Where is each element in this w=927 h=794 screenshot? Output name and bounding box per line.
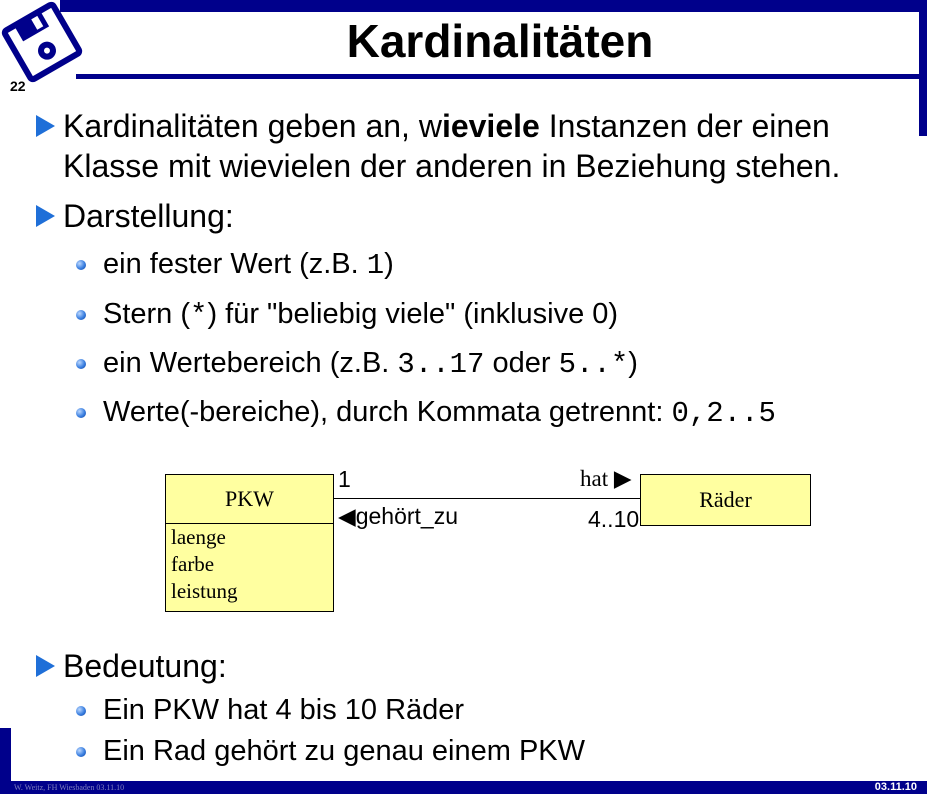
- multiplicity-pkw: 1: [338, 466, 351, 492]
- class-attribute: leistung: [171, 579, 238, 603]
- association-line: [332, 498, 640, 499]
- bullet-text-line2: Klasse mit wievielen der anderen in Bezi…: [63, 148, 841, 184]
- bullet-arrow-icon: [36, 205, 55, 227]
- bullet-dot-icon: [76, 359, 86, 369]
- slide-number: 22: [10, 78, 26, 94]
- bullet-arrow-icon: [36, 655, 55, 677]
- bullet-heading: Darstellung:: [63, 198, 234, 234]
- bullet-dot-icon: [76, 408, 86, 418]
- bullet-dot-icon: [76, 706, 86, 716]
- class-raeder-name: Räder: [699, 487, 752, 512]
- floppy-logo-icon: [1, 1, 83, 83]
- left-frame-bar: [0, 728, 11, 794]
- sub-bullet-text: Werte(-bereiche), durch Kommata getrennt…: [103, 396, 776, 430]
- sub-bullet-text: Stern (*) für "beliebig viele" (inklusiv…: [103, 298, 619, 332]
- class-pkw-name: PKW: [166, 475, 333, 524]
- class-attribute: farbe: [171, 552, 215, 576]
- footer-author: W. Weitz, FH Wiesbaden 03.11.10: [14, 783, 125, 792]
- bullet-text: Kardinalitäten geben an, wieviele Instan…: [63, 108, 830, 144]
- slide-title: Kardinalitäten: [346, 15, 654, 67]
- bullet-dot-icon: [76, 260, 86, 270]
- sub-bullet-text: Ein Rad gehört zu genau einem PKW: [103, 735, 585, 767]
- role-gehoert-zu: ◀gehört_zu: [338, 503, 458, 529]
- role-hat: hat ▶: [580, 466, 632, 491]
- bullet-heading: Bedeutung:: [63, 648, 227, 684]
- title-underline: [76, 74, 927, 79]
- top-frame-bar: [60, 0, 927, 12]
- sub-bullet-text: Ein PKW hat 4 bis 10 Räder: [103, 694, 465, 726]
- bottom-frame-bar: [0, 781, 927, 794]
- bullet-arrow-icon: [36, 115, 55, 137]
- class-pkw: PKW laenge farbe leistung: [165, 474, 334, 612]
- bullet-dot-icon: [76, 747, 86, 757]
- multiplicity-raeder: 4..10: [588, 506, 640, 532]
- class-raeder: Räder: [640, 474, 811, 526]
- sub-bullet-text: ein Wertebereich (z.B. 3..17 oder 5..*): [103, 347, 638, 381]
- right-frame-bar: [919, 0, 927, 136]
- footer-date: 03.11.10: [874, 781, 917, 793]
- class-attribute: laenge: [171, 525, 226, 549]
- bullet-dot-icon: [76, 310, 86, 320]
- sub-bullet-text: ein fester Wert (z.B. 1): [103, 248, 394, 282]
